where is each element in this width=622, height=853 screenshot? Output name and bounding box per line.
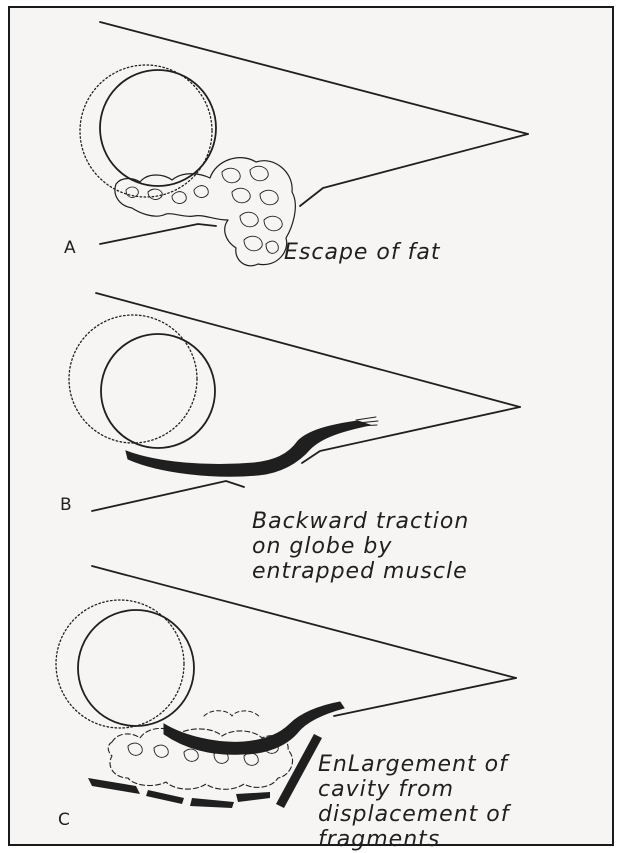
globe-displaced-outline	[56, 600, 184, 728]
bone-fragment	[146, 790, 184, 804]
orbit-floor-line	[334, 678, 516, 716]
panel-c-label: C	[58, 810, 70, 830]
panel-a: A Escape of fat	[8, 6, 614, 281]
globe	[101, 334, 215, 448]
orbit-roof-line	[96, 293, 520, 407]
bone-fragment	[276, 734, 322, 808]
bone-fragment	[190, 798, 234, 808]
globe-displaced-outline	[69, 315, 197, 443]
herniated-fat	[108, 728, 292, 789]
orbit-floor-line	[300, 134, 528, 206]
globe	[78, 610, 194, 726]
globe	[100, 70, 216, 186]
orbit-floor-fracture-line	[100, 224, 216, 244]
panel-a-caption: Escape of fat	[284, 240, 440, 265]
panel-a-label: A	[64, 238, 76, 258]
panel-b-label: B	[60, 495, 72, 515]
bone-fragment	[236, 792, 270, 802]
orbit-roof-line	[100, 22, 528, 134]
orbit-roof-line	[92, 566, 516, 678]
bone-fragment	[88, 778, 140, 794]
panel-c-drawing	[8, 566, 614, 846]
orbit-floor-fracture-line	[92, 481, 244, 511]
panel-b: B Backward traction on globe by entrappe…	[8, 281, 614, 566]
panel-c: C EnLargement of cavity from displacemen…	[8, 566, 614, 846]
panel-c-caption: EnLargement of cavity from displacement …	[318, 752, 509, 852]
